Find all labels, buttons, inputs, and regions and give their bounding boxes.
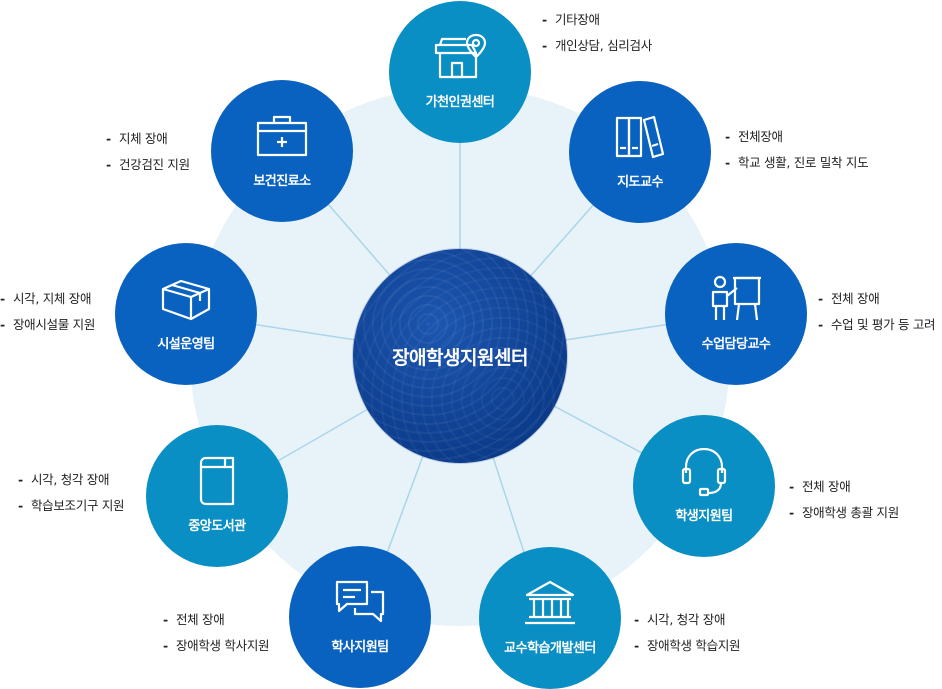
node-academic-affairs-team[interactable]: 학사지원팀 xyxy=(289,546,431,688)
description-item: 전체 장애 xyxy=(789,474,899,500)
node-description: 시각, 청각 장애 장애학생 학습지원 xyxy=(634,607,741,659)
description-item: 기타장애 xyxy=(542,7,652,33)
institution-icon xyxy=(523,575,577,631)
binders-icon xyxy=(614,109,666,165)
node-description: 전체 장애 장애학생 학사지원 xyxy=(163,607,270,659)
node-human-rights-center[interactable]: 가천인권센터 xyxy=(389,1,531,143)
teacher-board-icon xyxy=(709,271,763,327)
node-description: 기타장애 개인상담, 심리검사 xyxy=(542,7,652,59)
node-label: 시설운영팀 xyxy=(157,337,215,352)
node-description: 시각, 청각 장애 학습보조기구 지원 xyxy=(18,467,125,519)
node-description: 전체 장애 수업 및 평가 등 고려 xyxy=(818,286,936,338)
description-item: 개인상담, 심리검사 xyxy=(542,33,652,59)
description-item: 건강검진 지원 xyxy=(106,152,190,178)
description-item: 수업 및 평가 등 고려 xyxy=(818,312,936,338)
node-student-support-team[interactable]: 학생지원팀 xyxy=(633,415,775,557)
node-teaching-learning-center[interactable]: 교수학습개발센터 xyxy=(479,547,621,689)
description-item: 전체장애 xyxy=(725,124,868,150)
node-course-professor[interactable]: 수업담당교수 xyxy=(665,243,807,385)
description-item: 지체 장애 xyxy=(106,126,190,152)
node-description: 지체 장애 건강검진 지원 xyxy=(106,126,190,178)
node-central-library[interactable]: 중앙도서관 xyxy=(146,425,288,567)
description-item: 전체 장애 xyxy=(163,607,269,633)
chat-icon xyxy=(333,574,387,630)
node-facility-team[interactable]: 시설운영팀 xyxy=(115,243,257,385)
description-item: 시각, 청각 장애 xyxy=(634,607,740,633)
center-circle: 장애학생지원센터 xyxy=(353,249,567,463)
box-icon xyxy=(159,271,213,327)
node-description: 전체장애 학교 생활, 진로 밀착 지도 xyxy=(725,124,869,176)
node-description: 시각, 지체 장애 장애시설물 지원 xyxy=(0,286,95,338)
book-icon xyxy=(195,453,239,509)
description-item: 학교 생활, 진로 밀착 지도 xyxy=(725,150,869,176)
node-description: 전체 장애 장애학생 총괄 지원 xyxy=(789,474,899,526)
medical-kit-icon xyxy=(254,108,310,164)
node-health-clinic[interactable]: 보건진료소 xyxy=(211,80,353,222)
node-label: 가천인권센터 xyxy=(425,95,495,110)
node-label: 학생지원팀 xyxy=(675,509,733,524)
description-item: 장애시설물 지원 xyxy=(0,312,95,338)
description-item: 전체 장애 xyxy=(818,286,935,312)
store-pin-icon xyxy=(432,29,488,85)
description-item: 장애학생 학사지원 xyxy=(163,633,270,659)
description-item: 학습보조기구 지원 xyxy=(18,493,125,519)
description-item: 시각, 청각 장애 xyxy=(18,467,124,493)
description-item: 장애학생 학습지원 xyxy=(634,633,741,659)
node-label: 보건진료소 xyxy=(253,174,311,189)
node-advisor[interactable]: 지도교수 xyxy=(569,81,711,223)
center-label: 장애학생지원센터 xyxy=(392,346,528,369)
node-label: 중앙도서관 xyxy=(188,519,246,534)
node-label: 지도교수 xyxy=(617,175,663,190)
description-item: 장애학생 총괄 지원 xyxy=(789,500,899,526)
node-label: 학사지원팀 xyxy=(331,640,389,655)
headset-icon xyxy=(680,443,728,499)
description-item: 시각, 지체 장애 xyxy=(0,286,95,312)
node-label: 교수학습개발센터 xyxy=(504,641,596,656)
node-label: 수업담당교수 xyxy=(701,337,771,352)
